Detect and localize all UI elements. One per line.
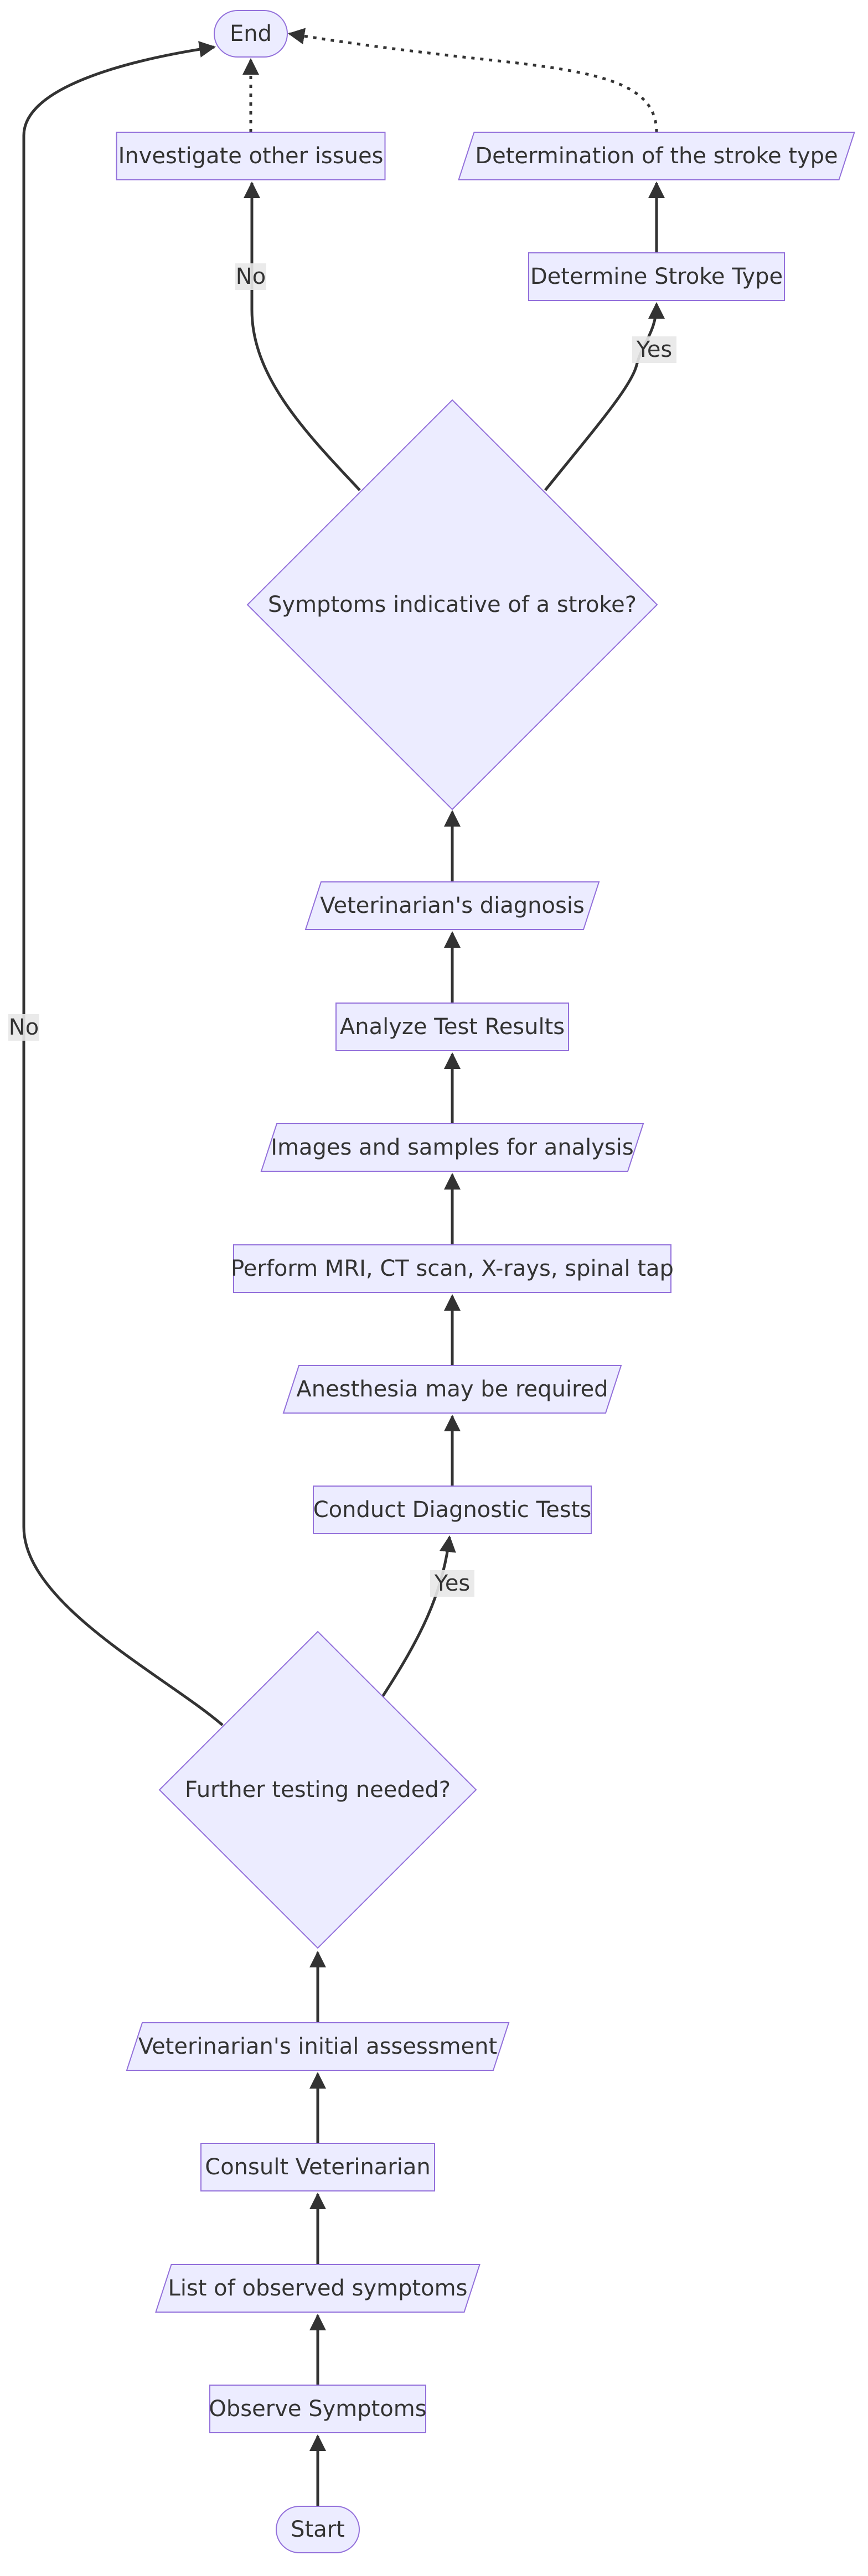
- node-investigate: Investigate other issues: [116, 132, 386, 180]
- node-stroke-decision: Symptoms indicative of a stroke?: [246, 399, 658, 811]
- edge-label-background: [235, 263, 266, 290]
- node-label: Determination of the stroke type: [475, 143, 838, 169]
- node-conduct: Conduct Diagnostic Tests: [313, 1486, 592, 1534]
- decision-shape: [246, 399, 658, 811]
- process-shape: [313, 1486, 592, 1534]
- edge-label-no: No: [235, 263, 266, 290]
- node-label: Investigate other issues: [118, 143, 384, 169]
- node-label: Images and samples for analysis: [271, 1135, 633, 1160]
- node-label: Conduct Diagnostic Tests: [313, 1497, 591, 1523]
- edge-label-background: [632, 336, 676, 363]
- node-perform: Perform MRI, CT scan, X-rays, spinal tap: [231, 1244, 674, 1293]
- node-label: Anesthesia may be required: [296, 1377, 608, 1402]
- node-label: Start: [291, 2517, 345, 2542]
- node-images: Images and samples for analysis: [260, 1123, 644, 1172]
- edge-determination-to-end: [288, 28, 658, 133]
- node-vet-diagnosis: Veterinarian's diagnosis: [304, 881, 600, 930]
- node-observe: Observe Symptoms: [209, 2385, 427, 2433]
- node-label: List of observed symptoms: [168, 2276, 468, 2301]
- terminal-shape: [214, 10, 288, 58]
- edge-label-text: No: [9, 1015, 39, 1040]
- process-shape: [200, 2143, 435, 2191]
- edge-label-no: No: [8, 1014, 39, 1041]
- edge-stroke-decision-to-investigate: [244, 181, 361, 491]
- edge-label-text: Yes: [636, 337, 673, 362]
- node-label: Perform MRI, CT scan, X-rays, spinal tap: [231, 1256, 674, 1281]
- edge-label-text: Yes: [434, 1571, 471, 1596]
- data-shape: [260, 1123, 644, 1172]
- process-shape: [116, 132, 386, 180]
- node-testing-decision: Further testing needed?: [158, 1630, 477, 1949]
- node-label: Determine Stroke Type: [530, 264, 783, 289]
- terminal-shape: [276, 2506, 360, 2553]
- node-end: End: [214, 10, 288, 58]
- decision-shape: [158, 1630, 477, 1949]
- edge-testing-decision-to-conduct: [380, 1535, 456, 1699]
- node-symptom-list: List of observed symptoms: [155, 2264, 480, 2313]
- process-shape: [209, 2385, 426, 2433]
- process-shape: [233, 1244, 671, 1293]
- edge-label-text: No: [236, 264, 266, 289]
- process-shape: [335, 1003, 569, 1051]
- data-shape: [458, 132, 855, 180]
- node-start: Start: [276, 2506, 360, 2553]
- node-label: End: [230, 21, 272, 46]
- node-label: Analyze Test Results: [340, 1014, 565, 1040]
- data-shape: [304, 881, 600, 930]
- edge-stroke-decision-to-determine-type: [544, 302, 665, 491]
- node-anesthesia: Anesthesia may be required: [282, 1365, 622, 1414]
- node-label: Further testing needed?: [185, 1777, 451, 1803]
- process-shape: [528, 252, 785, 301]
- edge-label-background: [8, 1014, 39, 1041]
- node-label: Veterinarian's diagnosis: [320, 893, 585, 918]
- data-shape: [282, 1365, 622, 1414]
- edges-layer: [22, 28, 665, 2506]
- node-initial-assessment: Veterinarian's initial assessment: [126, 2022, 510, 2071]
- node-determination: Determination of the stroke type: [458, 132, 855, 180]
- node-consult: Consult Veterinarian: [200, 2143, 435, 2191]
- node-label: Symptoms indicative of a stroke?: [268, 592, 637, 617]
- node-label: Consult Veterinarian: [205, 2154, 430, 2180]
- node-label: Observe Symptoms: [209, 2396, 426, 2422]
- edge-label-background: [430, 1570, 474, 1597]
- edge-label-yes: Yes: [632, 336, 676, 363]
- node-label: Veterinarian's initial assessment: [138, 2034, 497, 2059]
- data-shape: [126, 2022, 510, 2071]
- edge-testing-decision-to-end: [22, 41, 224, 1726]
- node-analyze: Analyze Test Results: [335, 1003, 569, 1051]
- node-determine-type: Determine Stroke Type: [528, 252, 785, 301]
- edge-label-yes: Yes: [430, 1570, 474, 1597]
- data-shape: [155, 2264, 480, 2313]
